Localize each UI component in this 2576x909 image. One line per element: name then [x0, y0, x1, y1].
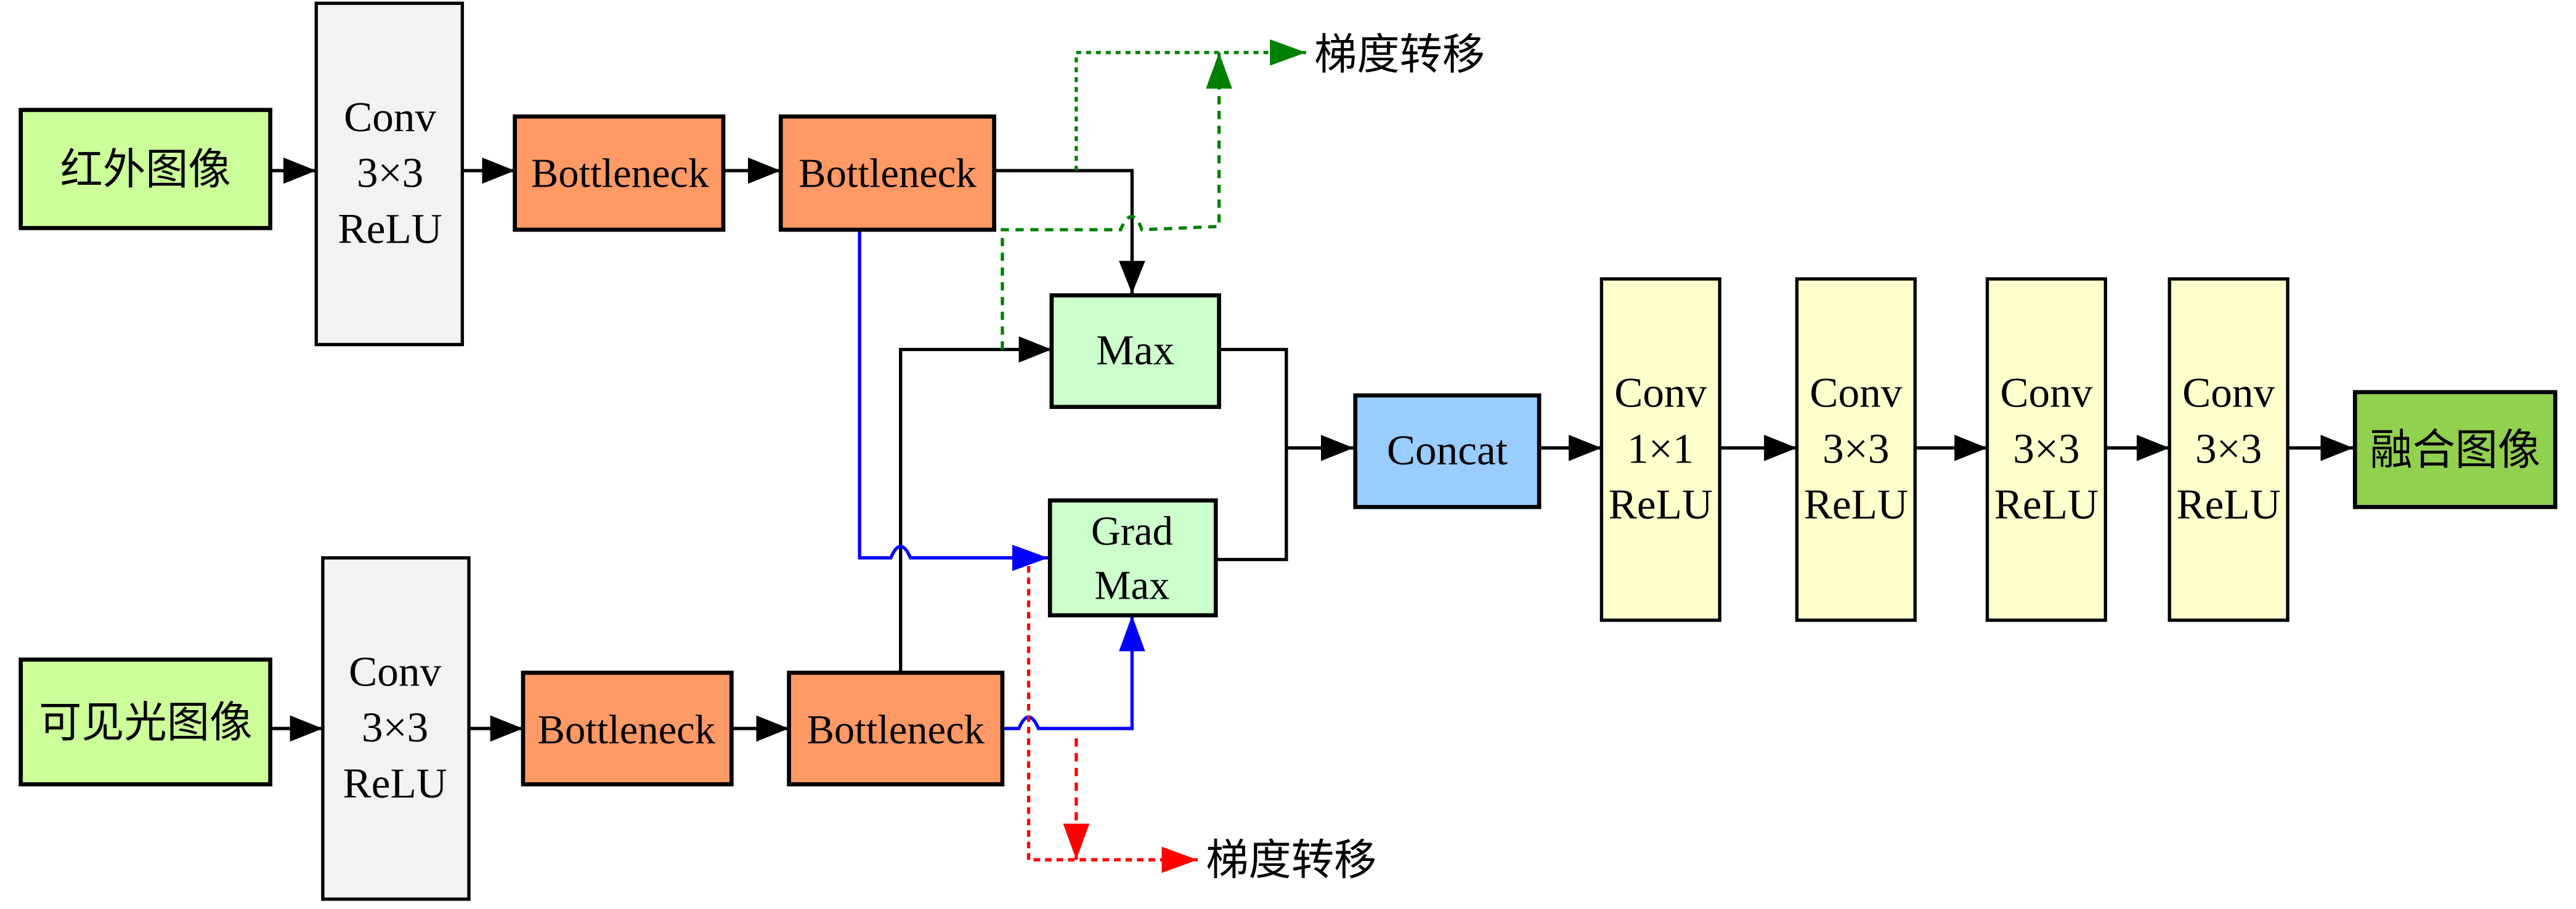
decoder-conv-2-line1: Conv — [1810, 369, 1902, 416]
infrared-input-label: 红外图像 — [60, 145, 231, 194]
fused-output-label: 融合图像 — [2370, 426, 2540, 475]
ir-conv-block: Conv 3×3 ReLU — [314, 1, 465, 347]
concat-label: Concat — [1387, 426, 1508, 474]
max-label: Max — [1096, 326, 1174, 373]
grad-max-line2: Max — [1094, 563, 1169, 608]
visible-input-label: 可见光图像 — [39, 698, 252, 747]
decoder-conv-2: Conv 3×3 ReLU — [1795, 277, 1917, 622]
ir-bottleneck-1-label: Bottleneck — [531, 152, 709, 196]
fused-output-block: 融合图像 — [2352, 390, 2558, 509]
line-max-to-merge — [1217, 347, 1288, 562]
arrow-vis-bn2-to-gradmax — [1002, 615, 1145, 730]
vis-conv-line2: 3×3 — [362, 703, 428, 751]
vis-bottleneck-2-label: Bottleneck — [807, 708, 985, 753]
decoder-conv-4-line2: 3×3 — [2195, 424, 2262, 472]
arrow-ir-bn2-to-gradmax — [858, 229, 1049, 572]
decoder-conv-4-line1: Conv — [2182, 369, 2275, 416]
infrared-input-block: 红外图像 — [18, 108, 272, 230]
vis-conv-block: Conv 3×3 ReLU — [321, 556, 471, 901]
ir-bottleneck-2-label: Bottleneck — [798, 152, 977, 196]
visible-input-block: 可见光图像 — [18, 657, 272, 786]
red-dashed-from-ir — [1026, 566, 1198, 873]
decoder-conv-2-line2: 3×3 — [1822, 424, 1889, 472]
decoder-conv-4: Conv 3×3 ReLU — [2168, 277, 2290, 622]
green-dashed-from-ir — [1075, 39, 1306, 171]
grad-max-block: Grad Max — [1047, 498, 1218, 618]
ir-conv-line3: ReLU — [338, 204, 442, 252]
decoder-conv-4-line3: ReLU — [2176, 480, 2280, 528]
decoder-conv-2-line3: ReLU — [1804, 480, 1908, 528]
decoder-conv-1-line3: ReLU — [1609, 480, 1713, 528]
ir-conv-line1: Conv — [344, 93, 436, 140]
ir-conv-line2: 3×3 — [357, 149, 423, 196]
ir-bottleneck-1: Bottleneck — [513, 114, 726, 232]
vis-bottleneck-2: Bottleneck — [787, 671, 1005, 786]
gradient-transfer-label-top: 梯度转移 — [1314, 30, 1485, 79]
connectors — [272, 39, 2354, 873]
max-block: Max — [1049, 293, 1221, 410]
vis-bottleneck-1: Bottleneck — [521, 671, 734, 786]
decoder-conv-3: Conv 3×3 ReLU — [1985, 277, 2107, 622]
vis-conv-line1: Conv — [349, 648, 441, 695]
vis-bottleneck-1-label: Bottleneck — [538, 708, 716, 753]
vis-conv-line3: ReLU — [343, 759, 447, 807]
decoder-conv-1-line1: Conv — [1614, 369, 1707, 416]
ir-bottleneck-2: Bottleneck — [778, 114, 996, 232]
arrow-vis-bn2-to-max — [899, 336, 1052, 671]
concat-block: Concat — [1353, 393, 1542, 509]
decoder-conv-3-line2: 3×3 — [2013, 424, 2079, 472]
decoder-conv-1: Conv 1×1 ReLU — [1599, 277, 1721, 622]
grad-max-line1: Grad — [1091, 509, 1173, 554]
arrow-ir-bn2-to-max — [994, 169, 1145, 294]
decoder-conv-1-line2: 1×1 — [1627, 424, 1694, 472]
decoder-conv-3-line3: ReLU — [1994, 480, 2099, 528]
decoder-conv-3-line1: Conv — [2000, 369, 2092, 416]
gradient-transfer-label-bottom: 梯度转移 — [1206, 836, 1376, 885]
green-dashed-from-vis — [1001, 52, 1232, 350]
